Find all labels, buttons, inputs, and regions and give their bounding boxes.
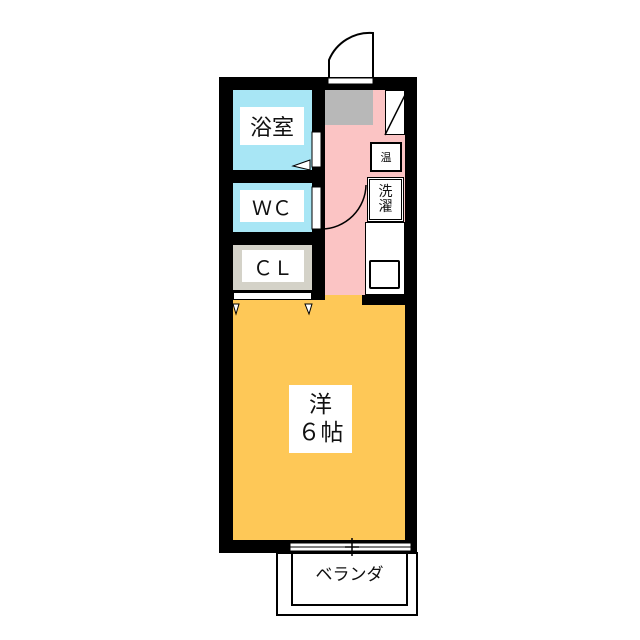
bath-label: 浴室 bbox=[240, 107, 304, 145]
water-heater: 温 bbox=[370, 142, 402, 172]
sink bbox=[369, 260, 400, 289]
room-type: 洋 bbox=[309, 392, 332, 418]
room-size: ６帖 bbox=[297, 420, 344, 446]
closet-label: ＣＬ bbox=[242, 250, 304, 282]
washer-space: 洗濯 bbox=[367, 177, 404, 222]
kitchen-wall bbox=[362, 295, 417, 305]
shoe-area bbox=[325, 90, 373, 125]
balcony-label: ベランダ bbox=[315, 565, 384, 585]
wc-label: ＷＣ bbox=[240, 190, 304, 222]
western-room-label: 洋 ６帖 bbox=[289, 385, 352, 453]
closet-door bbox=[233, 292, 312, 300]
water-heater-label: 温 bbox=[380, 151, 392, 164]
wall-gap bbox=[325, 295, 362, 305]
washer-label: 洗濯 bbox=[378, 183, 393, 215]
